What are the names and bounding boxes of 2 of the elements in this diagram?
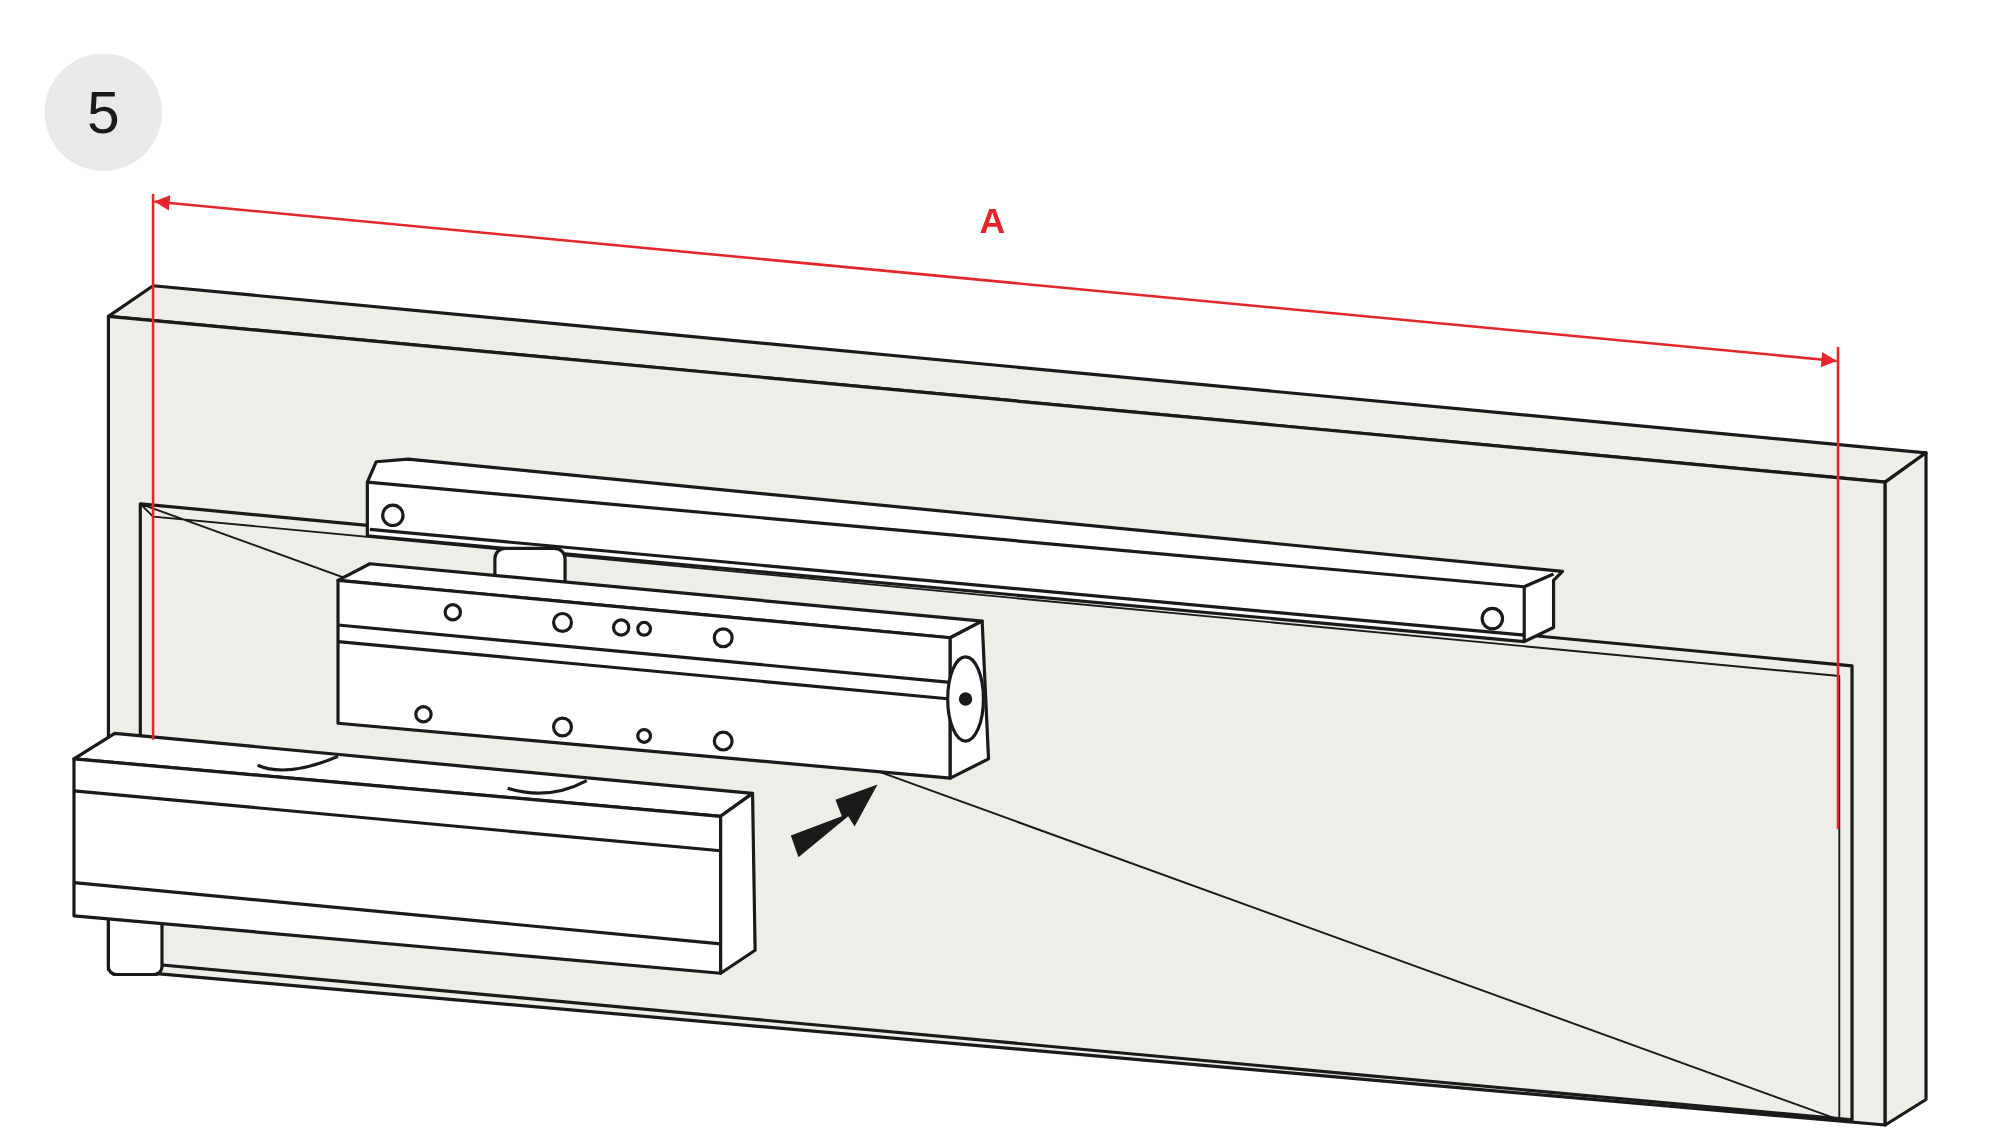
step-number: 5	[87, 82, 120, 142]
dimension-label: A	[979, 204, 1006, 240]
